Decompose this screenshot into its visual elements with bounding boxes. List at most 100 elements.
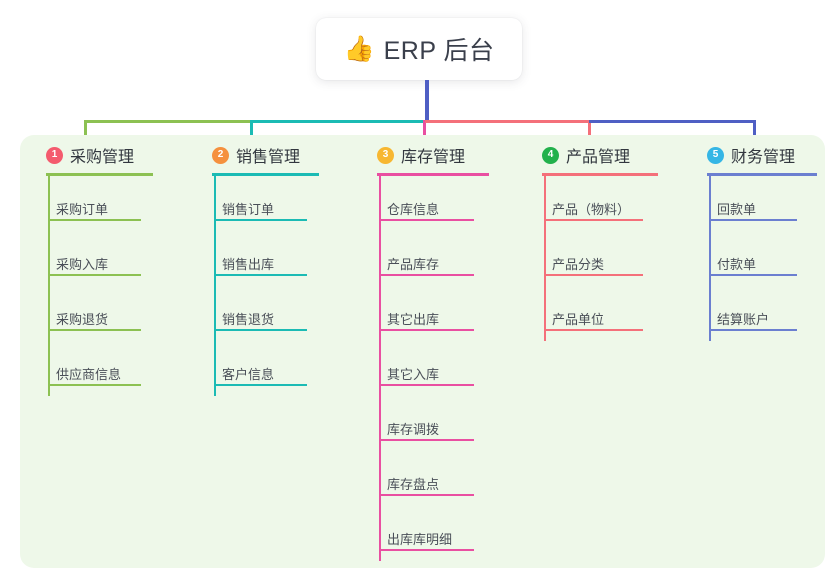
leaf-item-rule xyxy=(544,219,643,221)
column-spine xyxy=(379,176,381,561)
column-title: 财务管理 xyxy=(731,149,796,166)
leaf-item-rule xyxy=(379,219,474,221)
root-stem-connector xyxy=(425,80,429,122)
leaf-item[interactable]: 产品（物料） xyxy=(520,175,690,230)
column-title: 销售管理 xyxy=(236,149,301,166)
leaf-item[interactable]: 出库库明细 xyxy=(355,505,525,560)
leaf-item-rule xyxy=(48,219,141,221)
leaf-item-label: 销售退货 xyxy=(222,312,275,327)
leaf-item-label: 出库库明细 xyxy=(387,532,453,547)
leaf-item[interactable]: 付款单 xyxy=(685,230,825,285)
column-1: 1 采购管理采购订单采购入库采购退货供应商信息 xyxy=(24,135,189,396)
leaf-item-label: 客户信息 xyxy=(222,367,275,382)
leaf-item-rule xyxy=(48,384,141,386)
leaf-item-rule xyxy=(48,329,141,331)
column-badge-4: 4 xyxy=(542,146,559,164)
leaf-item-label: 库存盘点 xyxy=(387,477,440,492)
leaf-item[interactable]: 采购退货 xyxy=(24,285,189,340)
bus-segment-5 xyxy=(589,120,755,123)
leaf-item-label: 采购订单 xyxy=(56,202,109,217)
column-header-rule xyxy=(212,173,319,176)
leaf-item-rule xyxy=(379,384,474,386)
bus-segment-4 xyxy=(425,120,589,123)
column-header-5[interactable]: 5 财务管理 xyxy=(685,135,825,176)
leaf-item-label: 付款单 xyxy=(717,257,757,272)
leaf-item-rule xyxy=(379,439,474,441)
leaf-item[interactable]: 结算账户 xyxy=(685,285,825,340)
column-header-2[interactable]: 2 销售管理 xyxy=(190,135,355,176)
column-title: 产品管理 xyxy=(566,149,631,166)
column-spine xyxy=(48,176,50,396)
column-header-rule xyxy=(707,173,817,176)
root-node[interactable]: 👍 ERP 后台 xyxy=(316,18,522,80)
column-header-rule xyxy=(377,173,489,176)
leaf-item[interactable]: 销售订单 xyxy=(190,175,355,230)
leaf-item-rule xyxy=(544,329,643,331)
column-title: 采购管理 xyxy=(70,149,135,166)
leaf-item[interactable]: 其它入库 xyxy=(355,340,525,395)
leaf-item[interactable]: 其它出库 xyxy=(355,285,525,340)
leaf-item[interactable]: 产品分类 xyxy=(520,230,690,285)
leaf-item[interactable]: 采购入库 xyxy=(24,230,189,285)
leaf-item[interactable]: 库存盘点 xyxy=(355,450,525,505)
leaf-item[interactable]: 采购订单 xyxy=(24,175,189,230)
column-header-rule xyxy=(542,173,658,176)
column-badge-5: 5 xyxy=(707,146,724,164)
column-spine xyxy=(214,176,216,396)
leaf-item-label: 其它出库 xyxy=(387,312,440,327)
leaf-item-rule xyxy=(709,329,797,331)
leaf-item[interactable]: 客户信息 xyxy=(190,340,355,395)
column-spine xyxy=(544,176,546,341)
leaf-item[interactable]: 销售退货 xyxy=(190,285,355,340)
bus-segment-1 xyxy=(84,120,252,123)
leaf-item-label: 产品库存 xyxy=(387,257,440,272)
leaf-item-label: 供应商信息 xyxy=(56,367,122,382)
leaf-item[interactable]: 库存调拨 xyxy=(355,395,525,450)
column-badge-1: 1 xyxy=(46,146,63,164)
leaf-item-rule xyxy=(379,494,474,496)
column-4: 4 产品管理产品（物料） 产品分类产品单位 xyxy=(520,135,690,341)
column-header-3[interactable]: 3 库存管理 xyxy=(355,135,525,176)
leaf-item[interactable]: 产品库存 xyxy=(355,230,525,285)
leaf-item-label: 产品分类 xyxy=(552,257,605,272)
leaf-item-rule xyxy=(48,274,141,276)
leaf-item-label: 库存调拨 xyxy=(387,422,440,437)
leaf-item-label: 产品单位 xyxy=(552,312,605,327)
leaf-item-label: 销售订单 xyxy=(222,202,275,217)
leaf-item[interactable]: 供应商信息 xyxy=(24,340,189,395)
root-node-title: ERP 后台 xyxy=(383,37,495,65)
leaf-item-rule xyxy=(214,274,307,276)
leaf-item-label: 产品（物料） xyxy=(552,202,631,217)
leaf-item[interactable]: 回款单 xyxy=(685,175,825,230)
leaf-item-rule xyxy=(214,329,307,331)
branch-panel: 1 采购管理采购订单采购入库采购退货供应商信息 2 销售管理销售订单销售出库销售退货客… xyxy=(20,135,825,568)
leaf-item[interactable]: 仓库信息 xyxy=(355,175,525,230)
column-spine xyxy=(709,176,711,341)
leaf-item-rule xyxy=(709,219,797,221)
column-2: 2 销售管理销售订单销售出库销售退货客户信息 xyxy=(190,135,355,396)
leaf-item-label: 回款单 xyxy=(717,202,757,217)
column-badge-2: 2 xyxy=(212,146,229,164)
leaf-item-rule xyxy=(379,549,474,551)
leaf-item-rule xyxy=(379,274,474,276)
leaf-item-label: 其它入库 xyxy=(387,367,440,382)
column-title: 库存管理 xyxy=(401,149,466,166)
column-badge-3: 3 xyxy=(377,146,394,164)
leaf-item[interactable]: 销售出库 xyxy=(190,230,355,285)
leaf-item-rule xyxy=(544,274,643,276)
leaf-item-label: 销售出库 xyxy=(222,257,275,272)
column-header-1[interactable]: 1 采购管理 xyxy=(24,135,189,176)
column-header-rule xyxy=(46,173,153,176)
column-3: 3 库存管理仓库信息产品库存其它出库其它入库库存调拨库存盘点出库库明细 xyxy=(355,135,525,561)
thumbs-up-icon: 👍 xyxy=(343,34,375,63)
leaf-item[interactable]: 产品单位 xyxy=(520,285,690,340)
column-5: 5 财务管理回款单付款单结算账户 xyxy=(685,135,825,341)
leaf-item-label: 采购退货 xyxy=(56,312,109,327)
leaf-item-rule xyxy=(709,274,797,276)
leaf-item-label: 仓库信息 xyxy=(387,202,440,217)
leaf-item-rule xyxy=(379,329,474,331)
leaf-item-label: 采购入库 xyxy=(56,257,109,272)
column-header-4[interactable]: 4 产品管理 xyxy=(520,135,690,176)
leaf-item-rule xyxy=(214,384,307,386)
